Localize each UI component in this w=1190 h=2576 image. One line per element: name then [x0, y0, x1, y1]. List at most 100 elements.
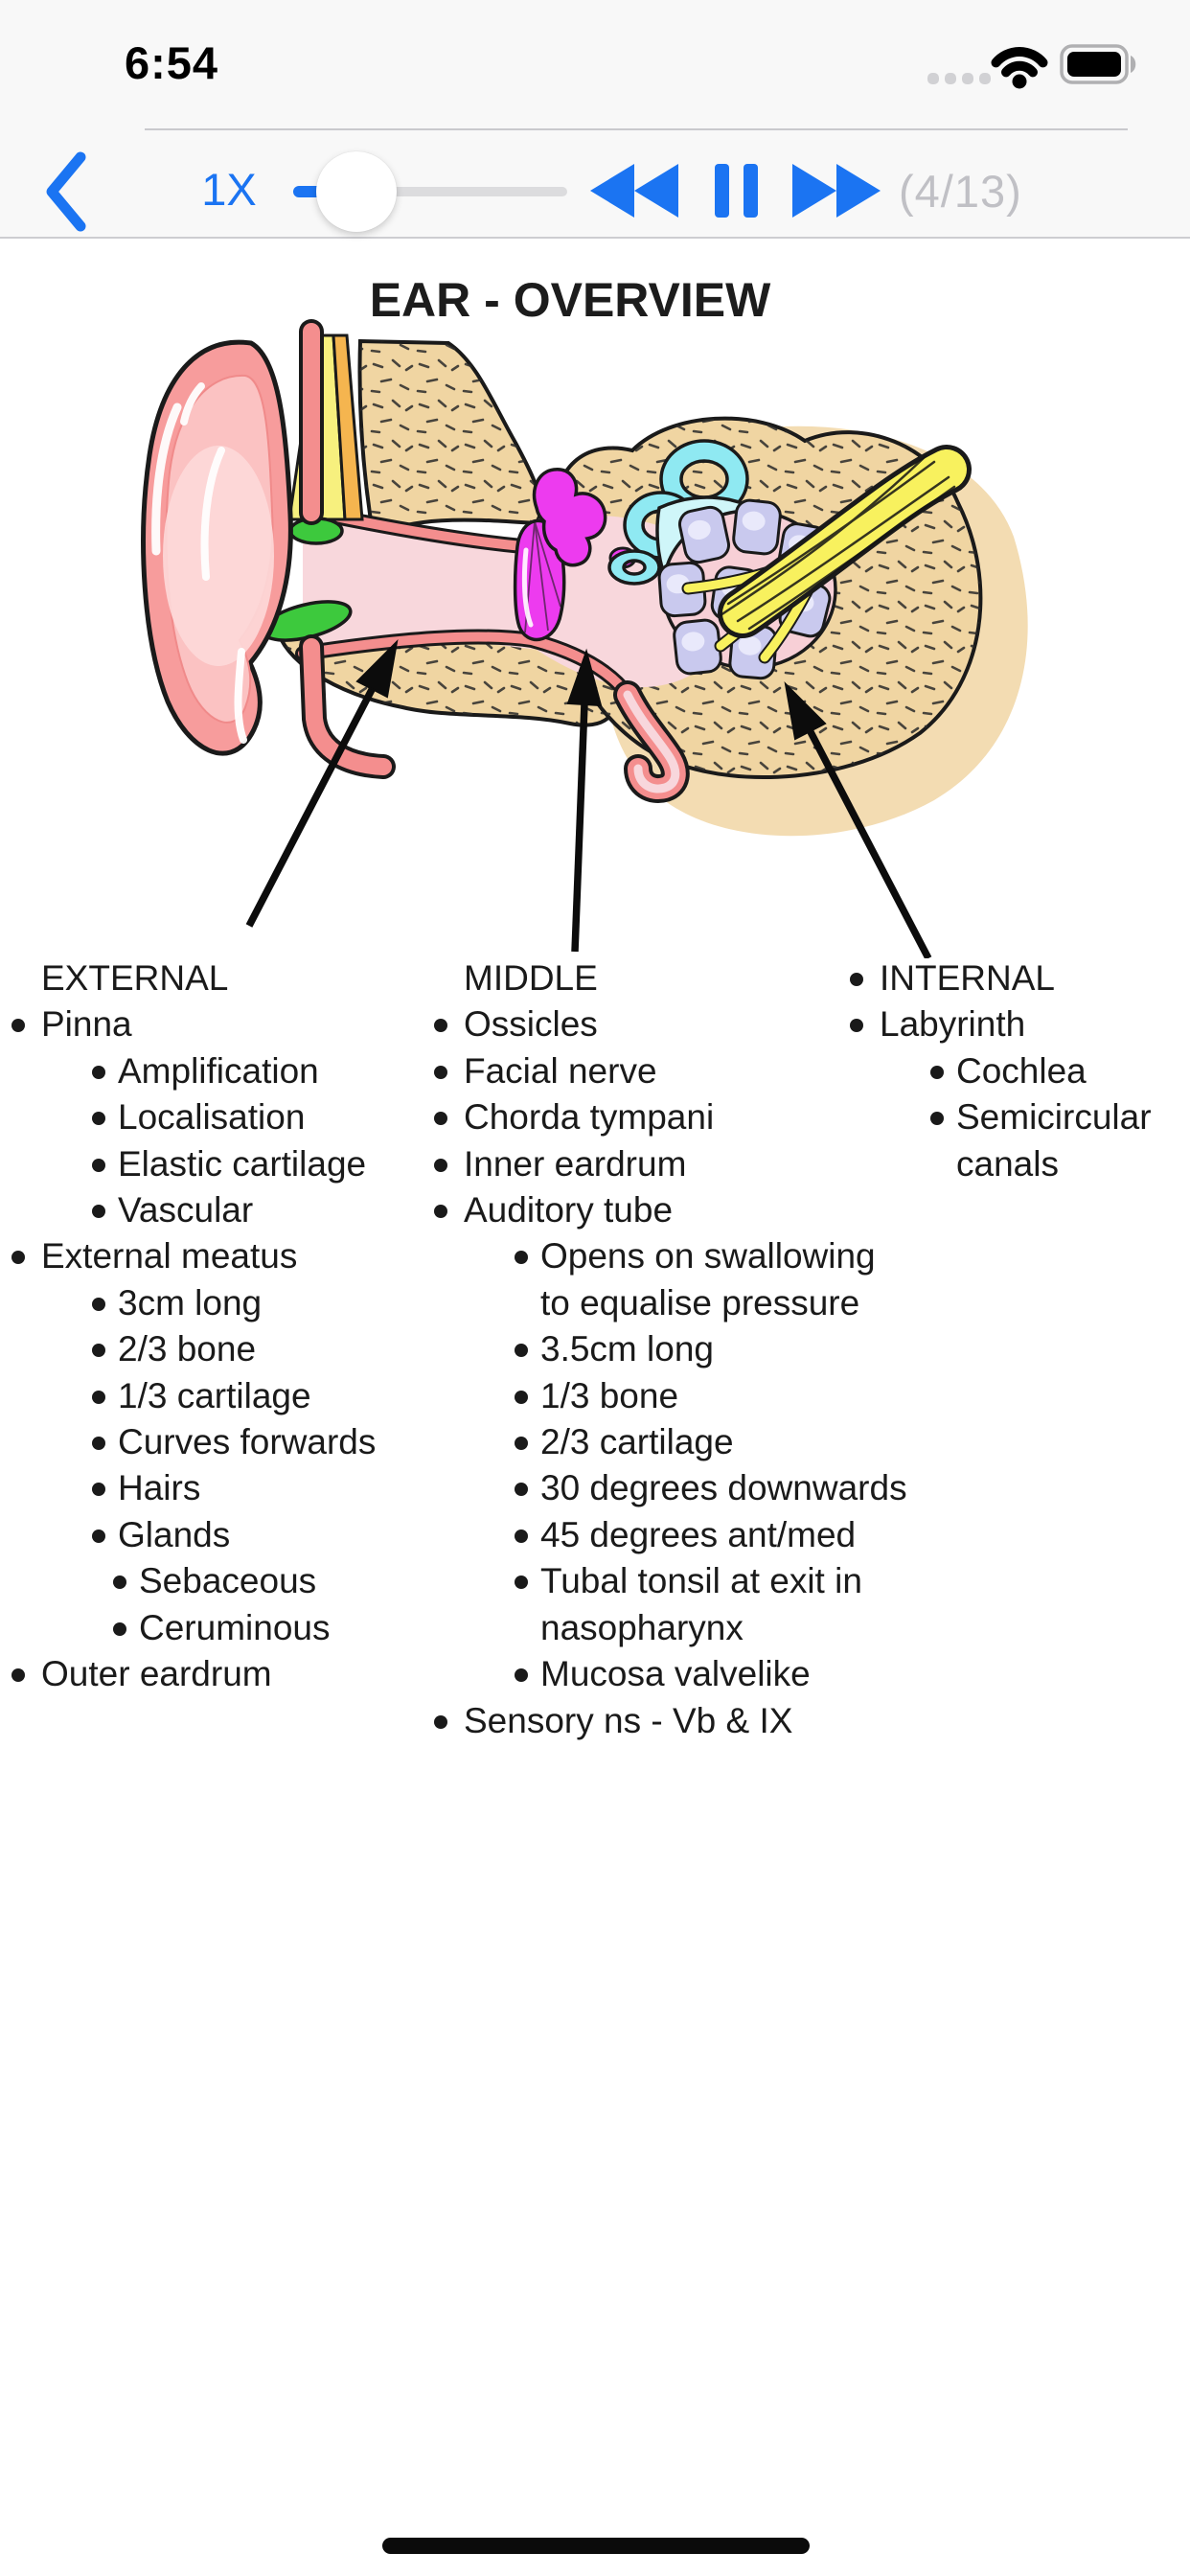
transport-controls: [590, 164, 881, 218]
list-item-text: Ossicles: [464, 1004, 598, 1045]
home-indicator[interactable]: [382, 2538, 810, 2554]
list-item: Semicircular: [850, 1094, 1190, 1140]
list-item-text: 1/3 cartilage: [118, 1375, 311, 1415]
bullet: [92, 1297, 105, 1311]
speed-button[interactable]: 1X: [201, 164, 257, 215]
list-item-text: Hairs: [118, 1468, 201, 1508]
list-item-text: 2/3 cartilage: [540, 1422, 734, 1462]
list-item: Mucosa valvelike: [434, 1651, 850, 1697]
fast-forward-button[interactable]: [792, 164, 881, 218]
auditory-nerve: [681, 445, 972, 664]
list-item: MIDDLE: [434, 955, 850, 1001]
list-item-text: nasopharynx: [540, 1607, 744, 1647]
list-item-text: 2/3 bone: [118, 1329, 257, 1369]
list-item: Curves forwards: [11, 1419, 433, 1465]
bullet: [113, 1622, 126, 1636]
bullet: [515, 1437, 528, 1451]
bullet: [11, 1019, 25, 1033]
list-item-text: Localisation: [118, 1097, 306, 1138]
list-item-text: Facial nerve: [464, 1050, 657, 1091]
list-item-text: MIDDLE: [464, 958, 598, 998]
list-item: Outer eardrum: [11, 1651, 433, 1697]
slider-thumb[interactable]: [316, 151, 397, 232]
list-item-text: Labyrinth: [880, 1004, 1026, 1045]
top-bar: [0, 0, 1190, 239]
bullet: [92, 1344, 105, 1358]
bullet: [515, 1668, 528, 1683]
list-item: 3cm long: [11, 1280, 433, 1326]
rewind-icon: [590, 164, 634, 218]
bullet: [92, 1112, 105, 1126]
arrow-middle: [566, 648, 603, 953]
list-item-text: 3cm long: [118, 1282, 263, 1322]
list-item-text: Chorda tympani: [464, 1097, 715, 1138]
list-item: EXTERNAL: [11, 955, 433, 1001]
list-item-text: Semicircular: [956, 1097, 1152, 1138]
list-item-text: Auditory tube: [464, 1190, 674, 1230]
bullet: [92, 1483, 105, 1497]
list-item: Sebaceous: [11, 1558, 433, 1604]
list-item-text: Opens on swallowing: [540, 1236, 876, 1276]
list-item: nasopharynx: [434, 1605, 850, 1651]
bullet: [434, 1019, 447, 1033]
ossicle-chain: [532, 468, 607, 567]
bullet: [515, 1344, 528, 1358]
list-item-text: Cochlea: [956, 1050, 1087, 1091]
pause-icon: [744, 164, 758, 218]
bullet: [515, 1251, 528, 1265]
list-item: 30 degrees downwards: [434, 1465, 907, 1511]
pointer-arrows: [245, 639, 932, 958]
bullet: [434, 1205, 447, 1219]
bullet: [930, 1065, 944, 1079]
list-item-text: 1/3 bone: [540, 1375, 679, 1415]
list-item-text: Elastic cartilage: [118, 1143, 367, 1184]
status-icons: [927, 44, 1136, 89]
page-indicator: (4/13): [899, 166, 1022, 217]
list-item: 2/3 cartilage: [434, 1419, 850, 1465]
bullet: [92, 1529, 105, 1543]
list-item-text: Mucosa valvelike: [540, 1654, 811, 1694]
list-item-text: Sensory ns - Vb & IX: [464, 1700, 793, 1740]
chevron-left-icon: [46, 151, 86, 232]
bullet: [92, 1437, 105, 1451]
bullet: [850, 1019, 863, 1033]
list-item: Hairs: [11, 1465, 433, 1511]
navbar-divider: [145, 128, 1128, 130]
list-item: 2/3 bone: [11, 1326, 433, 1372]
list-item: Opens on swallowing: [434, 1233, 876, 1279]
bullet: [515, 1576, 528, 1590]
bullet: [92, 1065, 105, 1079]
bullet: [11, 1251, 25, 1265]
list-item: Facial nerve: [434, 1048, 850, 1094]
list-item: Inner eardrum: [434, 1141, 850, 1187]
list-item: canals: [850, 1141, 1190, 1187]
list-item-text: Inner eardrum: [464, 1143, 687, 1184]
list-item-text: Ceruminous: [139, 1607, 331, 1647]
pause-icon: [715, 164, 729, 218]
bullet: [92, 1205, 105, 1219]
pause-button[interactable]: [715, 164, 758, 218]
bullet: [92, 1158, 105, 1172]
list-item: Ossicles: [434, 1001, 850, 1047]
signal-dots-icon: [927, 73, 991, 84]
pinna: [141, 339, 293, 756]
list-item-text: to equalise pressure: [540, 1282, 860, 1322]
bullet: [11, 1668, 25, 1683]
list-item: 3.5cm long: [434, 1326, 850, 1372]
ear-canal: [303, 516, 538, 650]
arrow-internal: [784, 681, 932, 958]
list-item-text: Vascular: [118, 1190, 254, 1230]
bullet: [930, 1112, 944, 1126]
list-item-text: Amplification: [118, 1050, 319, 1091]
back-button[interactable]: [27, 144, 94, 240]
speed-slider[interactable]: [284, 144, 590, 240]
rewind-button[interactable]: [590, 164, 678, 218]
slider-track[interactable]: [293, 187, 567, 196]
list-item-text: Curves forwards: [118, 1422, 377, 1462]
fast-forward-icon: [836, 164, 881, 218]
fast-forward-icon: [792, 164, 836, 218]
bullet: [434, 1714, 447, 1729]
list-item-text: 3.5cm long: [540, 1329, 714, 1369]
